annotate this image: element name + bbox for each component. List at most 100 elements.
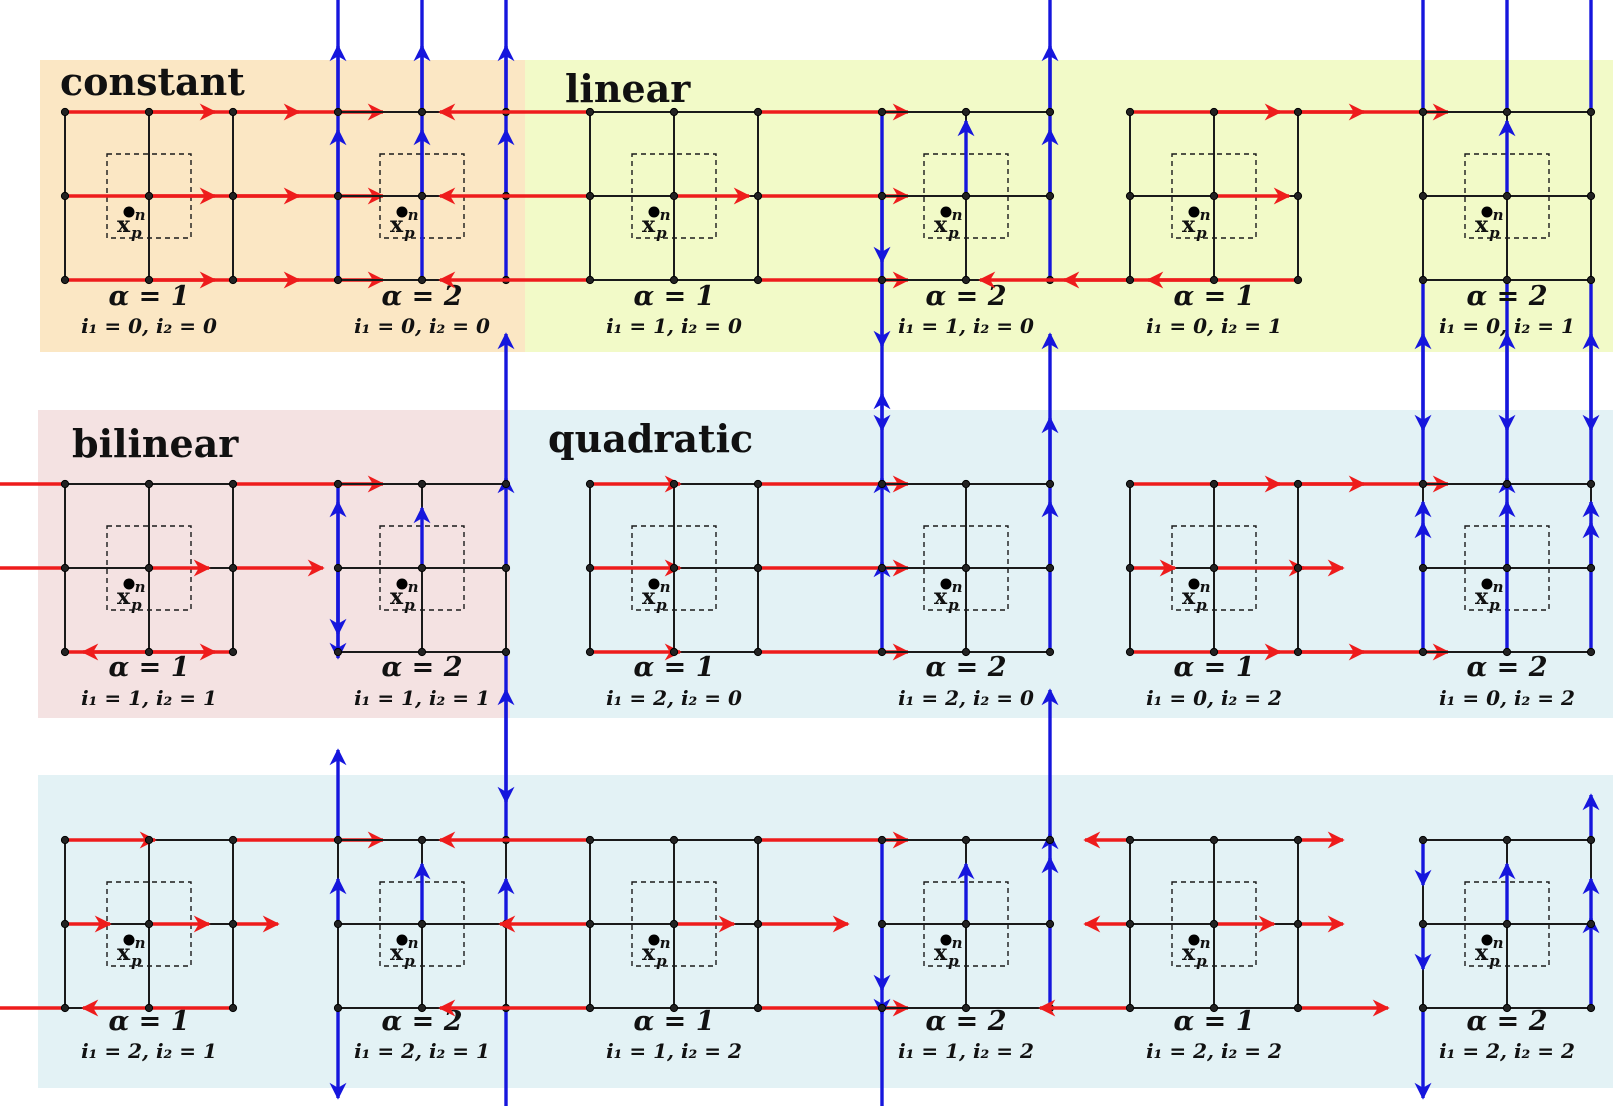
particle-label: xpn xyxy=(390,578,419,614)
grid-node xyxy=(753,835,763,845)
support-box xyxy=(923,525,1009,611)
grid-node xyxy=(669,479,679,489)
grid-node xyxy=(877,647,887,657)
grid-node xyxy=(1209,479,1219,489)
grid-node xyxy=(228,919,238,929)
index-label: i₁ = 2, i₂ = 2 xyxy=(1146,1039,1282,1063)
particle-label: xpn xyxy=(934,578,963,614)
alpha-label: α = 2 xyxy=(382,652,463,683)
alpha-label: α = 1 xyxy=(634,281,715,312)
grid-node xyxy=(585,1003,595,1013)
grid-node xyxy=(961,191,971,201)
alpha-label: α = 2 xyxy=(382,281,463,312)
alpha-label: α = 1 xyxy=(1174,1006,1255,1037)
grid-node xyxy=(1293,919,1303,929)
grid-node xyxy=(877,919,887,929)
grid-node xyxy=(1418,275,1428,285)
alpha-label: α = 1 xyxy=(109,652,190,683)
grid-node xyxy=(1045,563,1055,573)
grid-node xyxy=(961,919,971,929)
particle-point xyxy=(1481,206,1493,218)
particle-point xyxy=(1188,934,1200,946)
particle-label: xpn xyxy=(390,206,419,242)
grid-node xyxy=(753,1003,763,1013)
support-box xyxy=(379,525,465,611)
region-bilinear-bg xyxy=(38,410,510,718)
grid-node xyxy=(228,835,238,845)
grid-node xyxy=(1586,107,1596,117)
grid-node xyxy=(333,191,343,201)
grid-node xyxy=(1293,107,1303,117)
grid-node xyxy=(417,1003,427,1013)
grid-node xyxy=(1209,275,1219,285)
grid-node xyxy=(1125,107,1135,117)
grid-node xyxy=(585,835,595,845)
grid-node xyxy=(877,563,887,573)
grid-node xyxy=(585,275,595,285)
grid-node xyxy=(1586,1003,1596,1013)
grid-node xyxy=(228,275,238,285)
grid-node xyxy=(669,107,679,117)
particle-label: xpn xyxy=(1475,578,1504,614)
grid-node xyxy=(1293,647,1303,657)
grid-node xyxy=(1502,479,1512,489)
grid-node xyxy=(669,919,679,929)
grid-node xyxy=(1125,563,1135,573)
particle-point xyxy=(1481,578,1493,590)
index-label: i₁ = 1, i₂ = 0 xyxy=(606,314,742,338)
grid-node xyxy=(60,1003,70,1013)
grid-node xyxy=(1502,191,1512,201)
grid-node xyxy=(1586,479,1596,489)
grid-node xyxy=(1209,191,1219,201)
index-label: i₁ = 0, i₂ = 2 xyxy=(1146,686,1282,710)
grid-node xyxy=(144,647,154,657)
grid-node xyxy=(228,107,238,117)
grid-node xyxy=(669,563,679,573)
index-label: i₁ = 1, i₂ = 0 xyxy=(898,314,1034,338)
grid-node xyxy=(669,1003,679,1013)
grid-node xyxy=(1586,919,1596,929)
grid-node xyxy=(1418,107,1428,117)
index-label: i₁ = 0, i₂ = 0 xyxy=(81,314,217,338)
alpha-label: α = 1 xyxy=(634,1006,715,1037)
grid-node xyxy=(1293,191,1303,201)
grid-node xyxy=(877,835,887,845)
grid-node xyxy=(753,563,763,573)
grid-node xyxy=(333,563,343,573)
grid-node xyxy=(1502,563,1512,573)
grid-node xyxy=(1586,647,1596,657)
grid-node xyxy=(1293,1003,1303,1013)
grid-node xyxy=(961,275,971,285)
grid-node xyxy=(417,191,427,201)
grid-node xyxy=(501,647,511,657)
grid-node xyxy=(877,191,887,201)
support-box xyxy=(379,881,465,967)
grid-node xyxy=(417,479,427,489)
grid-node xyxy=(1293,835,1303,845)
alpha-label: α = 2 xyxy=(926,652,1007,683)
grid-node xyxy=(1045,479,1055,489)
grid-node xyxy=(585,919,595,929)
region-titles: constant linear bilinear quadratic xyxy=(60,59,753,466)
grid-node xyxy=(1209,563,1219,573)
grid-node xyxy=(144,1003,154,1013)
grid-node xyxy=(669,275,679,285)
particle-label: xpn xyxy=(934,206,963,242)
grid-node xyxy=(1502,647,1512,657)
index-label: i₁ = 0, i₂ = 2 xyxy=(1439,686,1575,710)
index-label: i₁ = 2, i₂ = 1 xyxy=(81,1039,217,1063)
particle-label: xpn xyxy=(117,934,146,970)
grid-node xyxy=(417,919,427,929)
region-quadratic-bg xyxy=(510,410,1613,718)
grid-node xyxy=(144,275,154,285)
particle-label: xpn xyxy=(642,206,671,242)
grid-node xyxy=(1209,1003,1219,1013)
grid-node xyxy=(60,107,70,117)
grid-node xyxy=(1586,275,1596,285)
